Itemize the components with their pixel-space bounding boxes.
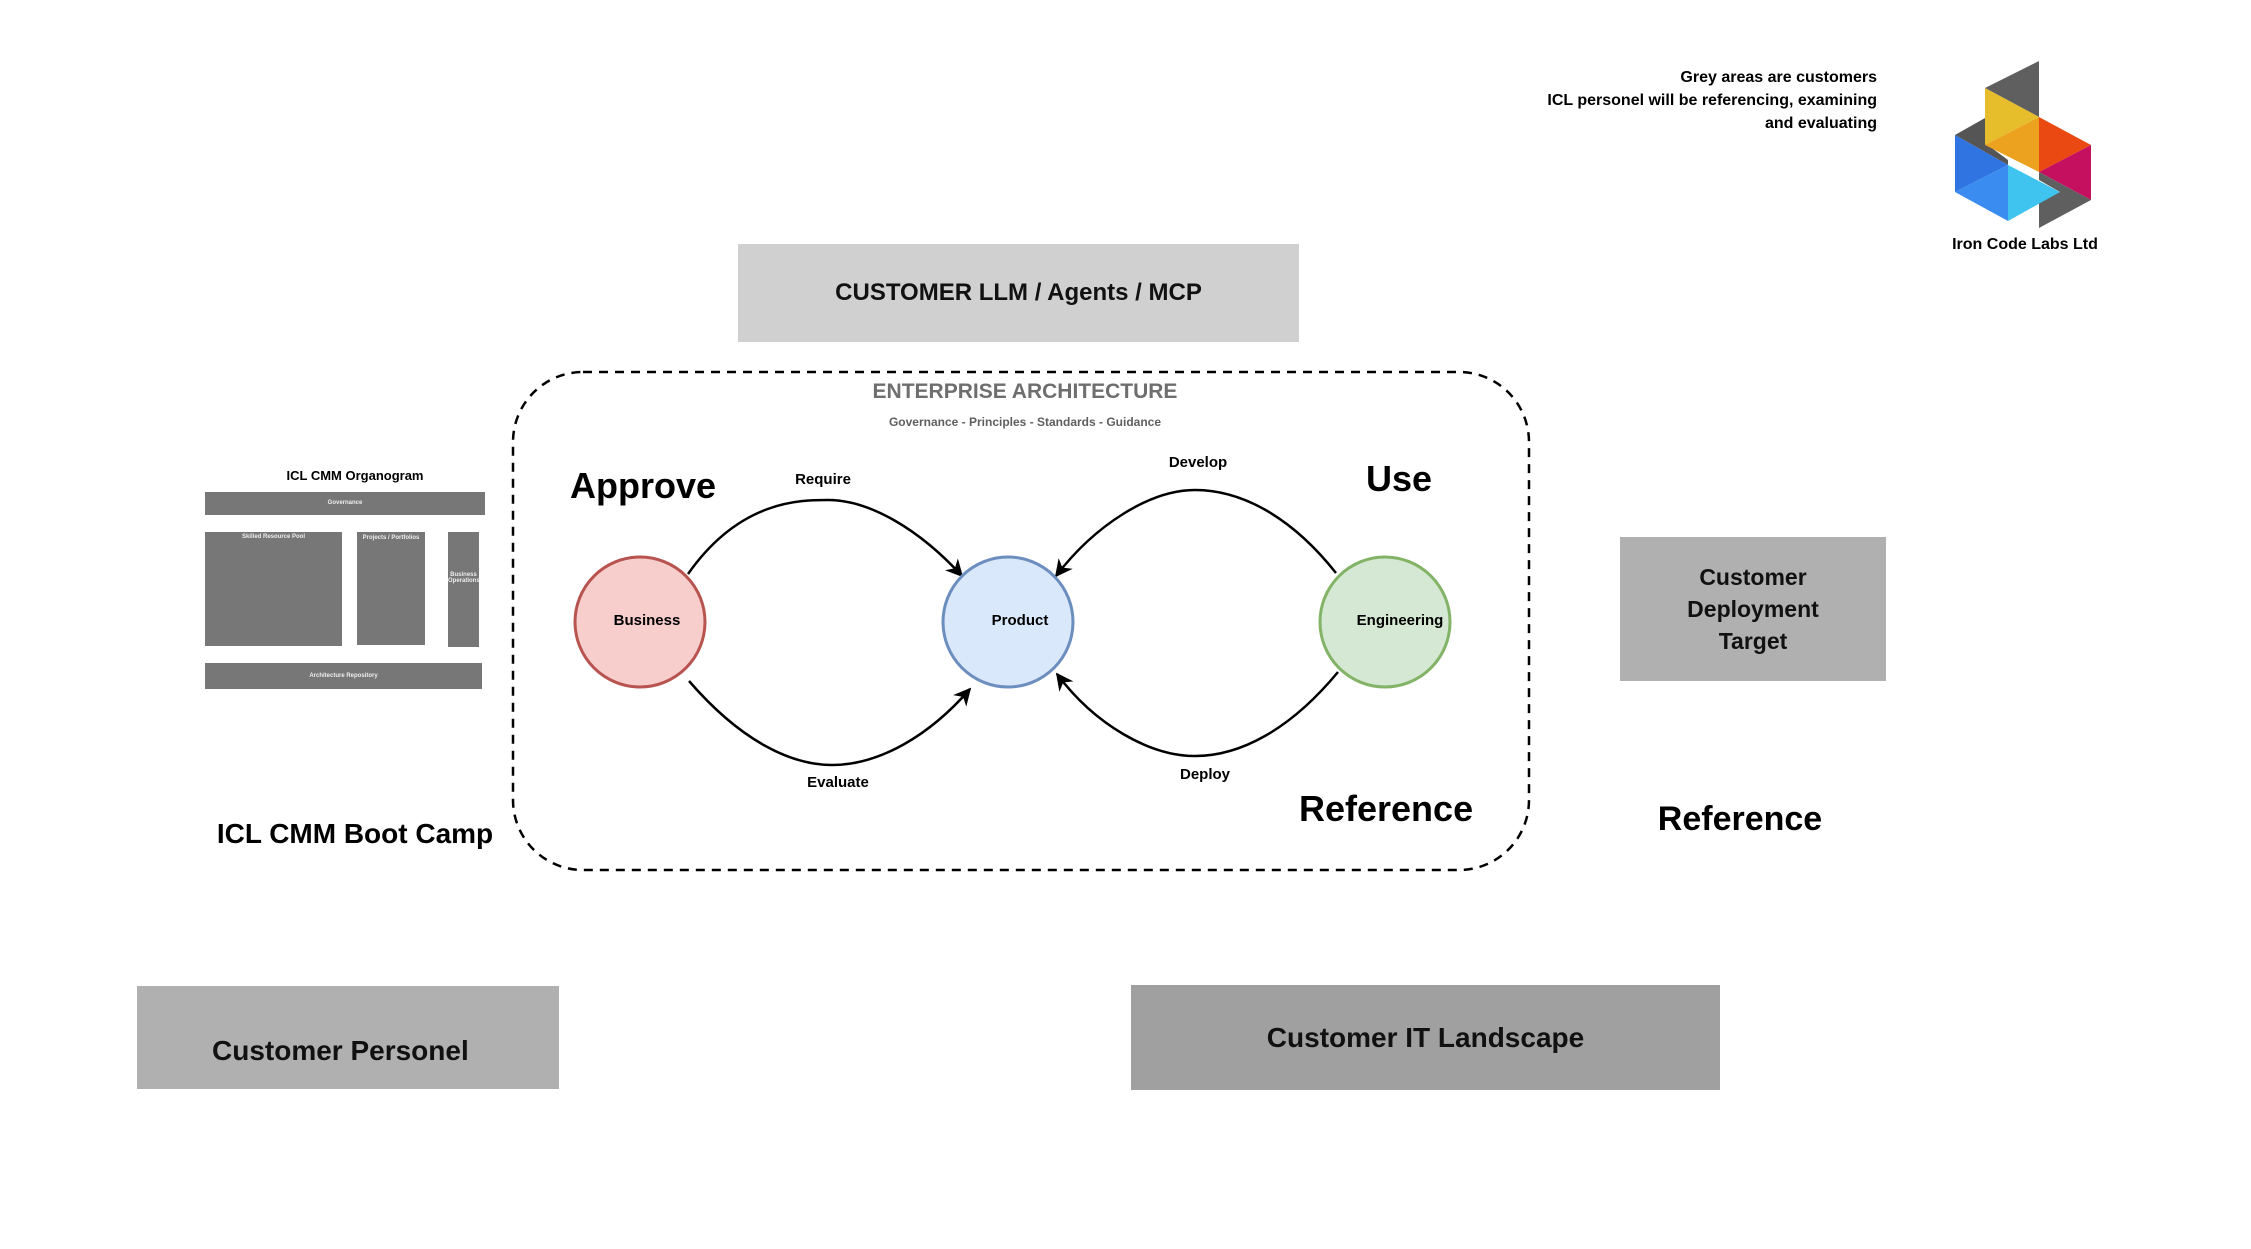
edge-label-develop: Develop (1168, 454, 1228, 471)
node-product[interactable] (941, 555, 1075, 689)
enterprise-architecture-boundary (511, 370, 1531, 872)
node-label-engineering: Engineering (1356, 612, 1444, 629)
logo-facet (1955, 165, 2008, 221)
node-label-product: Product (991, 612, 1049, 629)
legend-note: Grey areas are customers ICL personel wi… (1500, 66, 1877, 135)
logo-caption: Iron Code Labs Ltd (1952, 236, 2098, 253)
edge-evaluate (688, 680, 972, 767)
customer-llm-box[interactable]: CUSTOMER LLM / Agents / MCP (738, 244, 1299, 342)
edge-require (686, 498, 964, 578)
edge-label-evaluate: Evaluate (807, 774, 869, 791)
ea-subtitle: Governance - Principles - Standards - Gu… (888, 415, 1162, 429)
organogram-title: ICL CMM Organogram (286, 468, 424, 483)
logo-facet (2039, 145, 2091, 200)
ea-title: ENTERPRISE ARCHITECTURE (872, 380, 1178, 403)
reference-inner-label: Reference (1299, 788, 1474, 829)
bootcamp-label: ICL CMM Boot Camp (216, 818, 494, 849)
deployment-line: Target (1718, 628, 1788, 654)
note-line: ICL personel will be referencing, examin… (1547, 92, 1877, 109)
org-skilled-resource-pool: Skilled Resource Pool (205, 532, 342, 646)
logo-facet (2039, 172, 2091, 228)
deployment-target-label: Customer Deployment Target (1687, 561, 1819, 657)
edge-deploy (1055, 671, 1339, 758)
node-engineering[interactable] (1318, 555, 1452, 689)
logo-facet (1955, 135, 2008, 192)
use-label: Use (1366, 458, 1433, 499)
deployment-line: Deployment (1687, 596, 1819, 622)
logo-facet (2039, 117, 2091, 172)
logo-facet (1955, 118, 2008, 165)
approve-label: Approve (570, 465, 717, 506)
logo-facet (2008, 165, 2060, 221)
customer-personel-box[interactable]: Customer Personel (137, 986, 559, 1089)
org-architecture-repository: Architecture Repository (205, 663, 482, 689)
customer-llm-label: CUSTOMER LLM / Agents / MCP (835, 279, 1202, 306)
org-governance: Governance (205, 492, 485, 515)
logo-facet (1985, 117, 2039, 172)
deployment-line: Customer (1699, 564, 1807, 590)
customer-personel-label: Customer Personel (212, 1034, 469, 1066)
organogram-thumbnail[interactable]: ICL CMM Organogram Governance Skilled Re… (200, 462, 495, 697)
edge-label-require: Require (795, 471, 851, 488)
node-label-business: Business (613, 612, 681, 629)
iron-code-labs-logo-icon (1955, 61, 2091, 228)
edge-label-deploy: Deploy (1179, 766, 1230, 783)
org-projects-portfolios: Projects / Portfolios (357, 532, 425, 645)
logo-facet (1985, 88, 2039, 145)
edge-develop (1054, 488, 1337, 578)
customer-it-landscape-label: Customer IT Landscape (1266, 1021, 1585, 1053)
org-business-operations: Business Operations (448, 532, 480, 647)
note-line: Grey areas are customers (1680, 69, 1877, 86)
note-line: and evaluating (1764, 115, 1877, 132)
node-business[interactable] (573, 555, 707, 689)
customer-it-landscape-box[interactable]: Customer IT Landscape (1131, 985, 1720, 1090)
reference-outer-label: Reference (1657, 800, 1823, 838)
logo-facet (1985, 61, 2039, 117)
customer-deployment-target-box[interactable]: Customer Deployment Target (1620, 537, 1886, 681)
